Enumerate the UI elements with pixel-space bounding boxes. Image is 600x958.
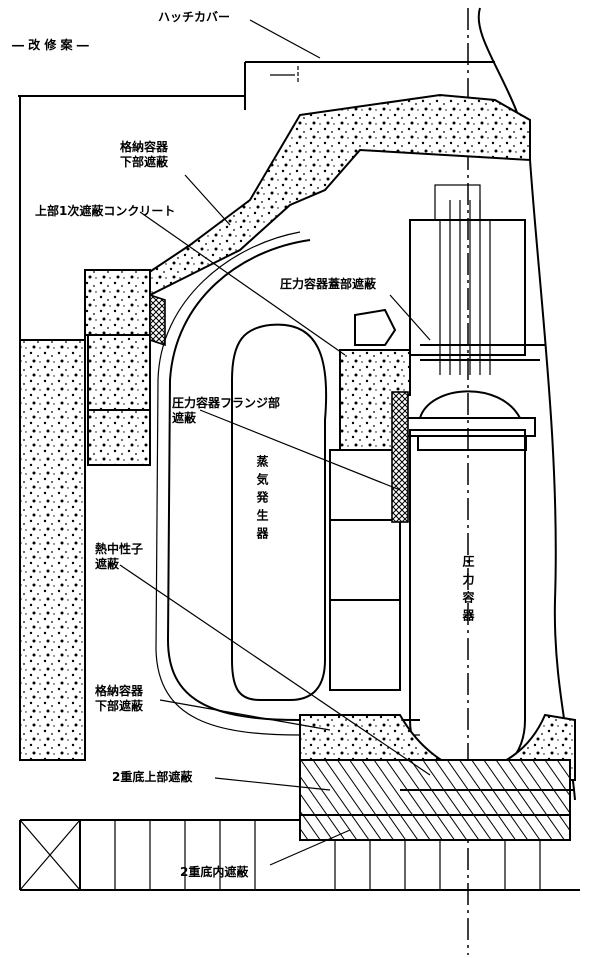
leader-db-inner	[269, 829, 351, 866]
label-pv-flange-shield: 圧力容器フランジ部 遮蔽	[172, 396, 281, 425]
leader-containment-top	[184, 174, 231, 226]
label-containment-lower-shield-bottom: 格納容器 下部遮蔽	[95, 684, 144, 713]
pv-flange-shield	[391, 391, 409, 523]
label-pv-head-shield: 圧力容器蓋部遮蔽	[280, 277, 377, 291]
leader-neutron	[119, 564, 431, 776]
label-steam-generator: 蒸気発生器	[255, 455, 269, 545]
double-bottom-upper-shield	[299, 759, 571, 816]
upper-containment-concrete	[143, 93, 531, 297]
label-hatch-cover: ハッチカバー	[158, 10, 231, 24]
steam-generator-body	[231, 323, 328, 701]
revision-label: ― 改 修 案 ―	[12, 38, 89, 52]
label-double-bottom-upper-shield: 2重底上部遮蔽	[112, 770, 193, 784]
left-wall-block-1	[84, 269, 151, 336]
label-neutron-shield: 熱中性子 遮蔽	[95, 542, 144, 571]
leader-containment-bottom	[159, 699, 331, 731]
leader-db-upper	[214, 777, 331, 791]
outer-left-concrete	[19, 339, 86, 761]
leader-pv-head	[389, 294, 431, 341]
left-wall-block-3	[87, 409, 151, 466]
leader-pv-flange	[199, 409, 401, 491]
label-double-bottom-inner-shield: 2重底内遮蔽	[180, 865, 249, 879]
leader-hatch-cover	[249, 19, 321, 59]
leader-upper-primary	[139, 211, 346, 356]
label-pressure-vessel: 圧力容器	[461, 555, 475, 627]
label-upper-primary-shield: 上部1次遮蔽コンクリート	[35, 204, 176, 218]
double-bottom-inner-shield	[299, 814, 571, 841]
right-break-line	[477, 7, 576, 801]
containment-vessel-wall	[166, 239, 420, 721]
label-containment-lower-shield-top: 格納容器 下部遮蔽	[120, 140, 169, 169]
left-wall-block-2	[87, 334, 151, 411]
